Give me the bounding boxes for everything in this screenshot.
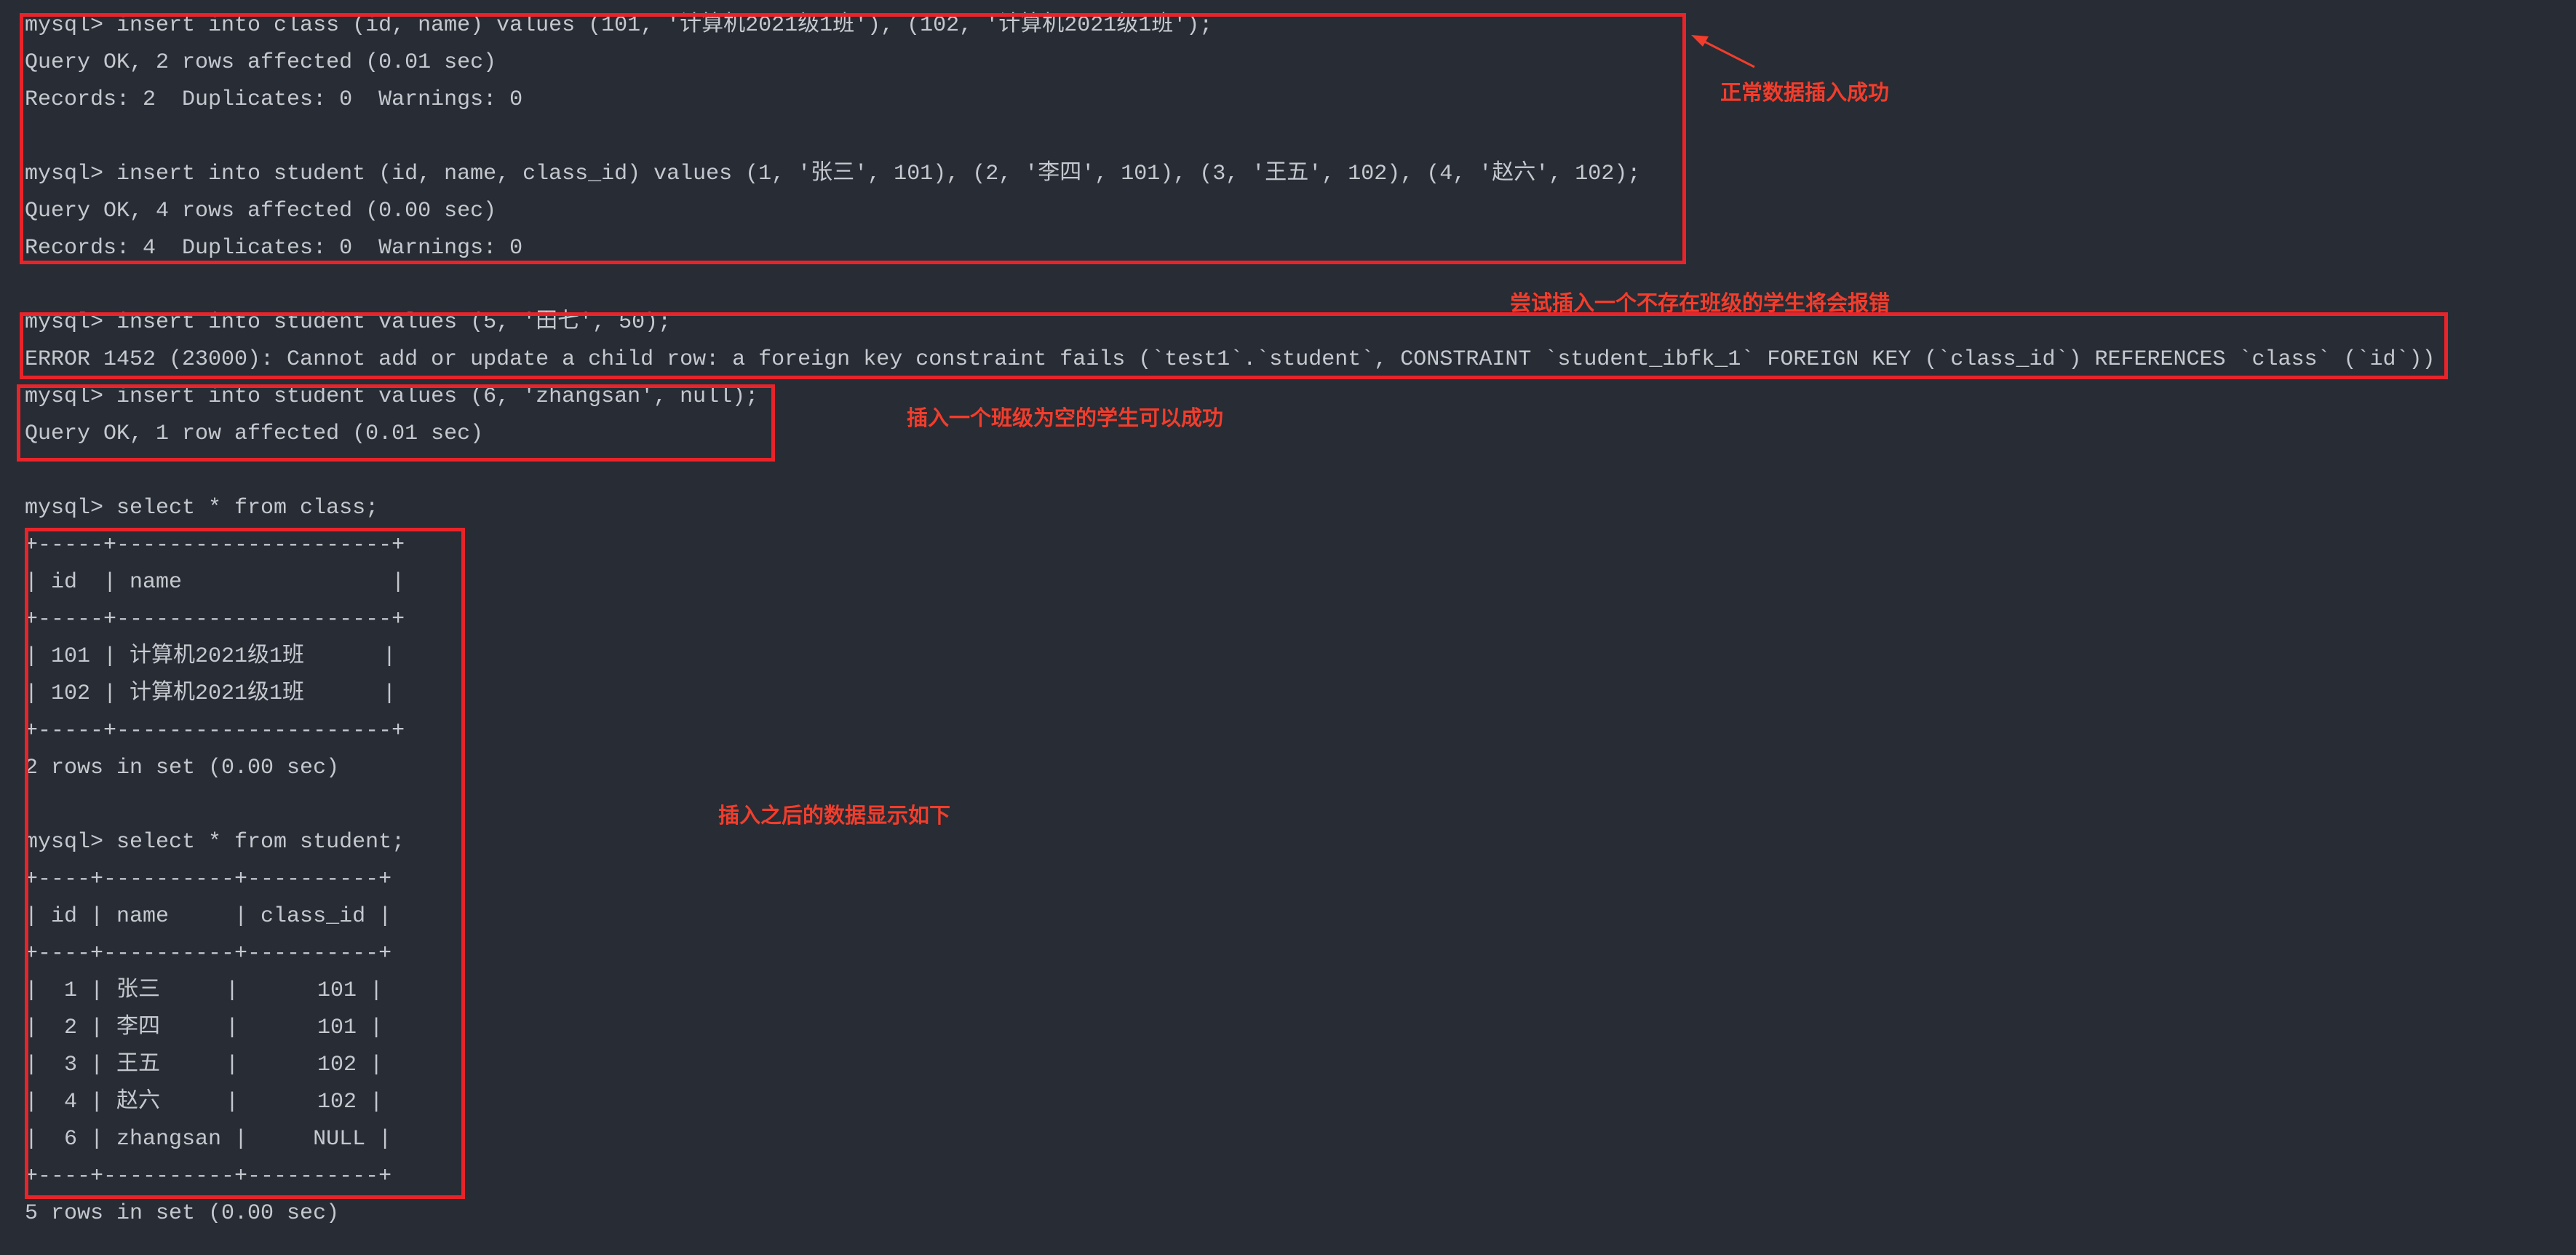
terminal-line: Query OK, 1 row affected (0.01 sec) [25, 421, 484, 446]
terminal-line: +----+----------+----------+ [25, 941, 392, 966]
terminal-line: | 3 | 王五 | 102 | [25, 1053, 383, 1077]
terminal-line: Records: 2 Duplicates: 0 Warnings: 0 [25, 87, 523, 112]
annotation-insert-ok: 正常数据插入成功 [1720, 80, 1890, 105]
terminal-line: Records: 4 Duplicates: 0 Warnings: 0 [25, 236, 523, 261]
annotation-fk-error: 尝试插入一个不存在班级的学生将会报错 [1510, 290, 1891, 315]
terminal-line: 5 rows in set (0.00 sec) [25, 1201, 340, 1226]
terminal-line: mysql> select * from student; [25, 830, 405, 855]
terminal-line: +-----+---------------------+ [25, 607, 405, 632]
terminal-line: Query OK, 4 rows affected (0.00 sec) [25, 199, 497, 223]
terminal-line: 2 rows in set (0.00 sec) [25, 756, 340, 780]
terminal-output[interactable]: mysql> insert into class (id, name) valu… [25, 7, 2436, 1232]
terminal-line: +-----+---------------------+ [25, 718, 405, 743]
annotation-result: 插入之后的数据显示如下 [718, 803, 951, 828]
terminal-line: | 1 | 张三 | 101 | [25, 978, 383, 1003]
terminal-line: | id | name | [25, 570, 405, 595]
highlight-box-fk-error [20, 312, 2448, 379]
terminal-line: | 102 | 计算机2021级1班 | [25, 681, 397, 706]
terminal-line: ERROR 1452 (23000): Cannot add or update… [25, 347, 2436, 372]
terminal-line: +----+----------+----------+ [25, 867, 392, 892]
terminal-line: Query OK, 2 rows affected (0.01 sec) [25, 50, 497, 75]
terminal-line: | 101 | 计算机2021级1班 | [25, 644, 397, 669]
terminal-line: +----+----------+----------+ [25, 1164, 392, 1189]
terminal-line: mysql> insert into class (id, name) valu… [25, 13, 1213, 38]
highlight-box-result [25, 528, 465, 1199]
terminal-line: mysql> insert into student values (6, 'z… [25, 384, 759, 409]
terminal-line: mysql> select * from class; [25, 496, 379, 520]
terminal-line: +-----+---------------------+ [25, 533, 405, 558]
terminal-line: | 2 | 李四 | 101 | [25, 1016, 383, 1040]
terminal-line: | 4 | 赵六 | 102 | [25, 1090, 383, 1115]
terminal-line: mysql> insert into student (id, name, cl… [25, 162, 1641, 186]
highlight-box-null-ok [17, 384, 775, 462]
annotation-null-ok: 插入一个班级为空的学生可以成功 [907, 405, 1224, 430]
highlight-box-insert-ok [20, 13, 1686, 264]
